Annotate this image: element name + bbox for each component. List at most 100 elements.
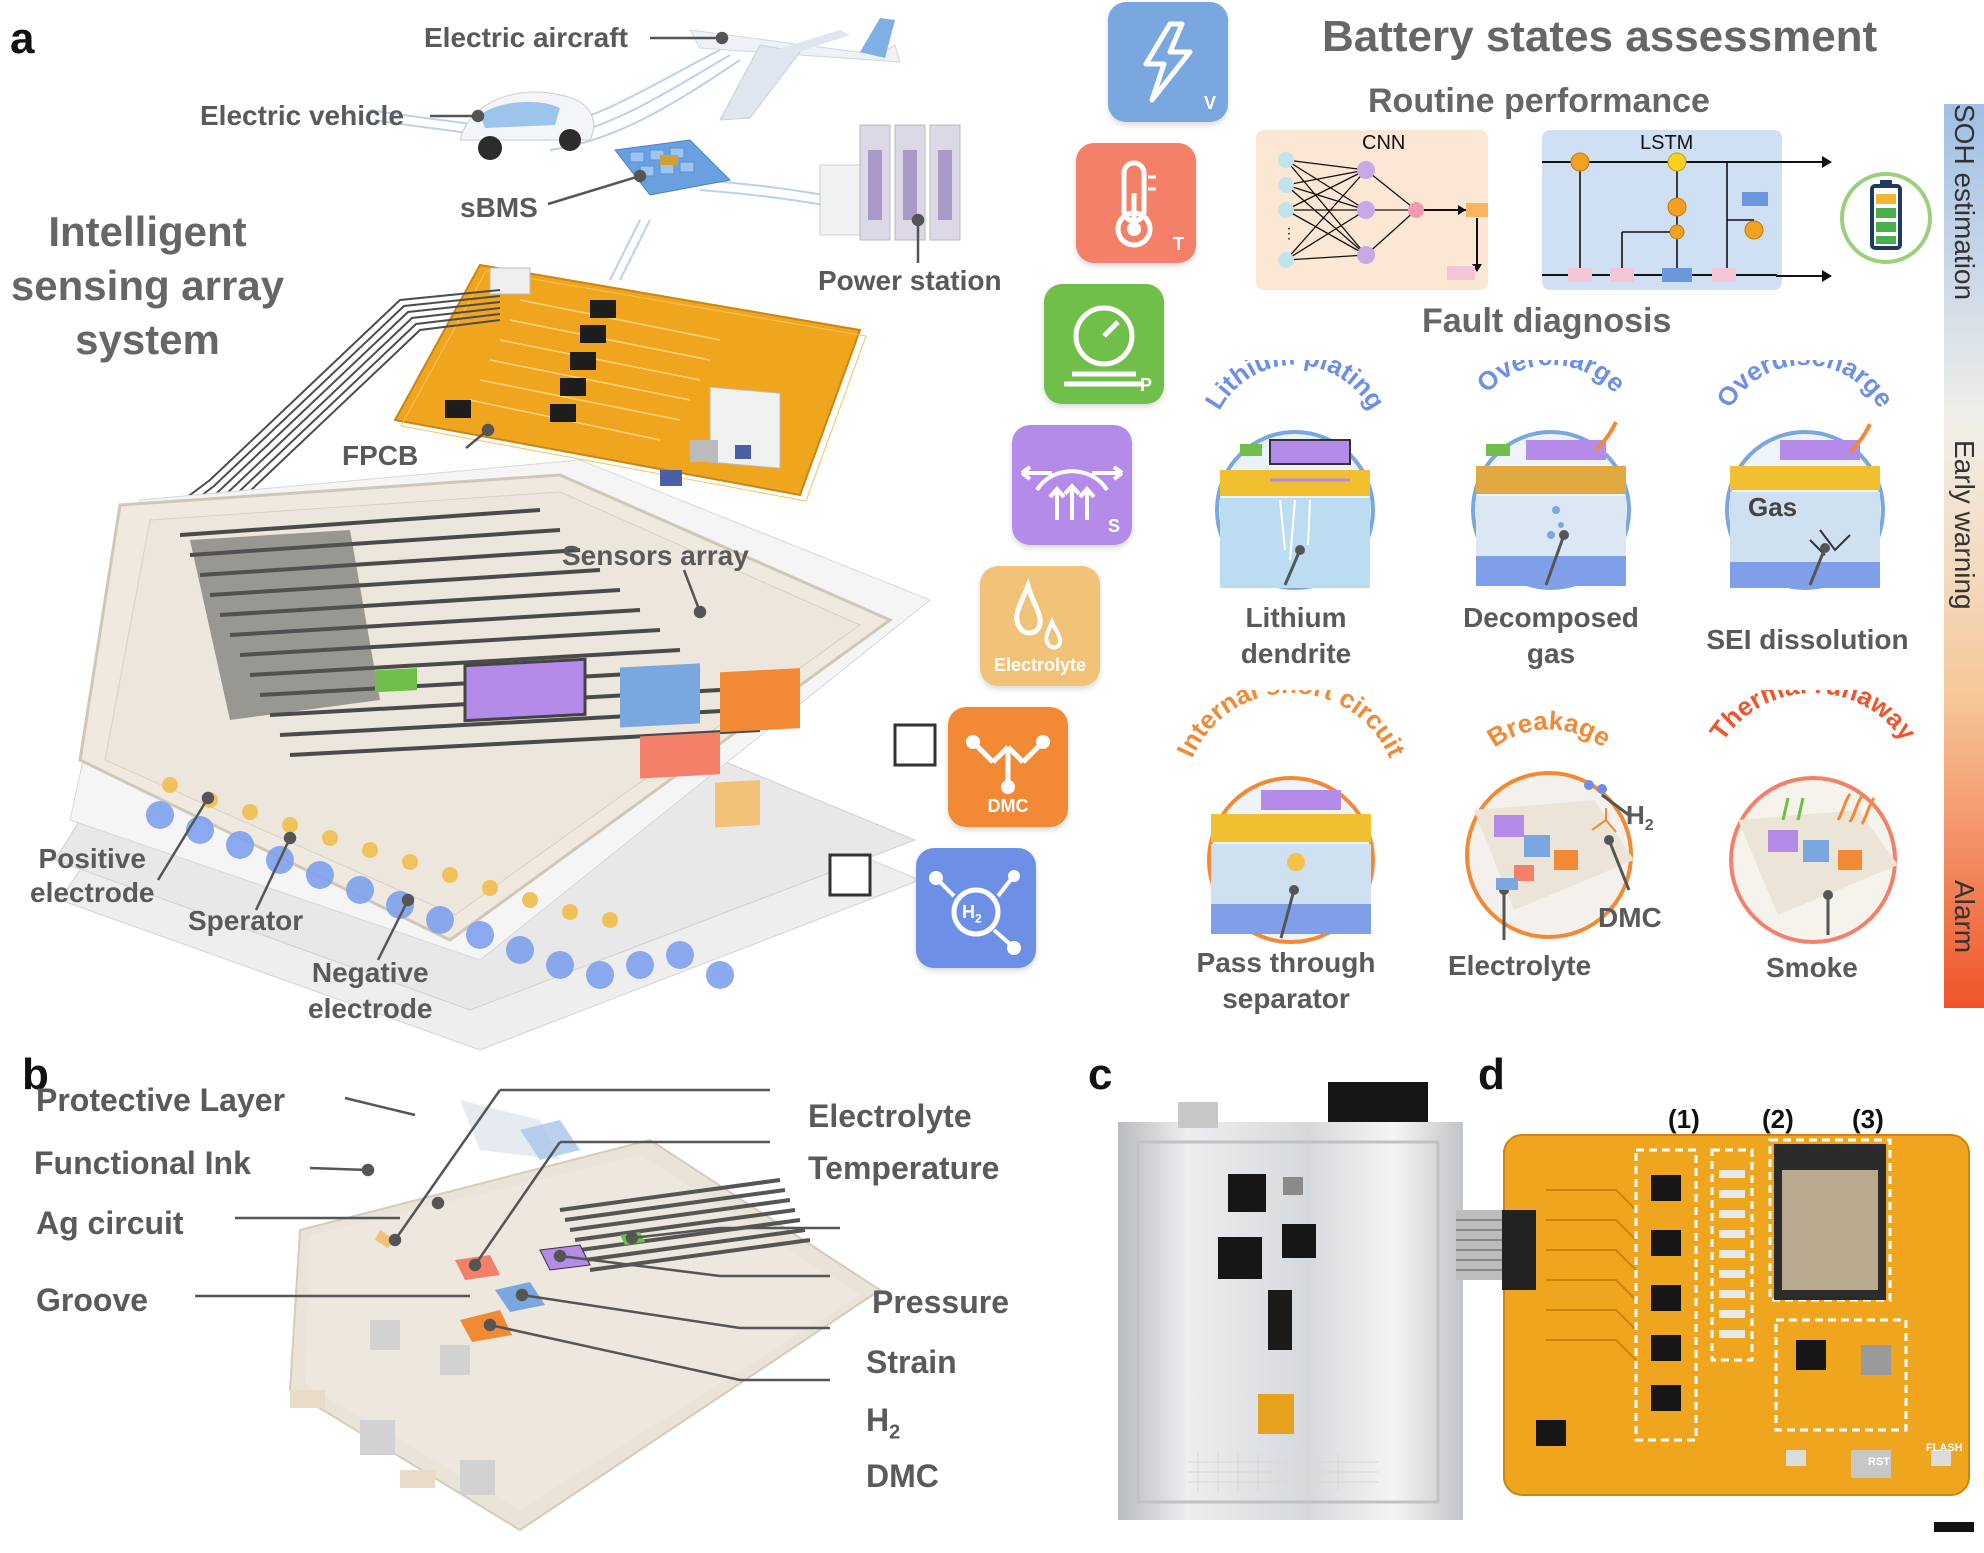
label-positive-electrode: Positive electrode (30, 842, 155, 910)
sidebar-early-text: Early warning (1949, 440, 1980, 610)
label-separator: Sperator (188, 905, 304, 936)
caption-overcharge-line2: gas (1526, 638, 1576, 669)
cnn-label: CNN (1362, 132, 1406, 154)
marker-box-2 (1710, 1148, 1754, 1362)
fault-title-overdischarge: Overdischarge (1710, 341, 1900, 413)
svg-text:Overcharge: Overcharge (1471, 360, 1632, 398)
fault-title-breakage: Breakage (1482, 705, 1617, 752)
positive-line-2: electrode (30, 877, 155, 908)
breakage-h2-symbol: H (1626, 800, 1645, 830)
sensor-pad-strain (463, 657, 587, 723)
svg-text:⋮: ⋮ (1282, 225, 1296, 241)
aircraft-icon (689, 18, 901, 121)
panel-label-a: a (10, 14, 35, 63)
hydrogen-molecule-icon (929, 870, 1021, 955)
tile-strain-label: S (1107, 516, 1120, 536)
caption-internal-short-line1: Pass through (1196, 947, 1376, 978)
fault-overcharge: Overcharge (1446, 341, 1656, 590)
sidebar-soh-text: SOH estimation (1949, 104, 1980, 301)
label-functional-ink: Functional Ink (34, 1145, 251, 1181)
scale-bar (1934, 1522, 1974, 1532)
sensor-pad-dmc (720, 668, 800, 733)
negative-line-1: Negative (311, 957, 429, 988)
negative-line-2: electrode (308, 993, 433, 1024)
breakage-h2-subscript: 2 (1644, 817, 1654, 835)
lightning-icon (1143, 21, 1193, 103)
panel-c-pouch-cell-photo (1118, 1082, 1463, 1520)
fault-overcharge-art: Overcharge (1471, 341, 1632, 590)
positive-line-1: Positive (38, 843, 146, 874)
fault-thermal-runaway-art: Thermal runaway (1703, 669, 1923, 944)
caption-lithium-line2: dendrite (1240, 638, 1352, 669)
fault-overdischarge-art: Overdischarge (1710, 341, 1900, 590)
label-power-station: Power station (818, 265, 1002, 296)
breakage-dmc-label: DMC (1598, 902, 1662, 933)
cnn-output-cell (1447, 266, 1475, 280)
tile-voltage: V (1108, 2, 1228, 122)
caption-overcharge-line1: Decomposed (1463, 602, 1639, 633)
tile-h2-subscript: 2 (975, 911, 982, 926)
tile-temperature: T (1076, 143, 1196, 263)
marker-label-2: (2) (1762, 1104, 1794, 1134)
system-title-line-3: system (75, 316, 220, 363)
fault-lithium-plating: Lithium plating (1190, 340, 1400, 590)
breakage-h2-label: H2 (1626, 800, 1654, 835)
tile-electrolyte-label: Electrolyte (993, 655, 1087, 675)
sidebar-alarm-text: Alarm (1949, 880, 1980, 954)
gauge-icon (1064, 305, 1144, 387)
label-b-strain: Strain (866, 1344, 957, 1380)
sensor-pad-temperature (640, 732, 720, 779)
marker-box-1 (1634, 1148, 1698, 1442)
battery-output-icon (1776, 156, 1932, 282)
panel-b-illustration: Protective Layer Functional Ink Ag circu… (0, 1060, 1090, 1548)
label-b-electrolyte: Electrolyte (808, 1098, 972, 1134)
marker-label-3: (3) (1852, 1104, 1884, 1134)
droplet-icon (1014, 577, 1063, 650)
assessment-title: Battery states assessment (1322, 12, 1878, 61)
label-b-h2-symbol: H (866, 1402, 890, 1438)
label-b-temperature: Temperature (808, 1150, 1000, 1186)
panel-label-d: d (1478, 1050, 1505, 1099)
svg-text:Breakage: Breakage (1482, 705, 1617, 752)
fault-internal-short-art: Internal short circuit (1170, 669, 1412, 944)
label-electric-aircraft: Electric aircraft (424, 22, 628, 53)
sensor-pad-pressure (375, 668, 417, 693)
label-fpcb: FPCB (342, 440, 419, 471)
tile-pressure-label: P (1139, 375, 1152, 395)
label-ag-circuit: Ag circuit (36, 1205, 184, 1241)
tile-h2-label: H2 (962, 902, 982, 926)
panel-a-illustration: Electric aircraft Electric vehicle sBMS … (0, 0, 1100, 1051)
label-protective-layer: Protective Layer (36, 1082, 286, 1118)
strain-icon (1020, 465, 1124, 520)
label-b-h2: H2 (866, 1402, 900, 1444)
molecule-icon (966, 735, 1050, 794)
label-electric-vehicle: Electric vehicle (200, 100, 404, 131)
sensor-pad-voltage (620, 663, 700, 728)
vehicle-icon (459, 91, 595, 160)
pcb-rst-label: RST (1868, 1456, 1890, 1468)
tile-h2-symbol: H (962, 902, 975, 922)
tile-h2: H2 (916, 848, 1036, 968)
caption-internal-short: Pass through separator (1176, 945, 1396, 1017)
lstm-block: LSTM (1542, 130, 1782, 290)
fault-overdischarge-gas-label: Gas (1748, 492, 1798, 522)
lstm-label: LSTM (1640, 132, 1694, 154)
fault-title-internal-short: Internal short circuit (1170, 669, 1412, 762)
label-groove: Groove (36, 1282, 149, 1318)
caption-lithium-line1: Lithium (1245, 602, 1347, 633)
sidebar-early: Early warning (1944, 440, 1984, 670)
fault-overdischarge: Overdischarge Gas (1700, 341, 1910, 590)
tile-voltage-label: V (1203, 93, 1216, 113)
fault-breakage-art: Breakage (1465, 705, 1634, 940)
state-gradient-bar (1944, 104, 1984, 1008)
fault-breakage: Breakage H2 DMC (1424, 690, 1674, 950)
svg-text:Overdischarge: Overdischarge (1710, 360, 1900, 413)
label-b-h2-subscript: 2 (889, 1421, 901, 1444)
cnn-network-diagram: ⋮ (1278, 152, 1488, 272)
label-sbms: sBMS (460, 192, 538, 223)
lstm-network-diagram (1542, 152, 1777, 282)
system-title: Intelligent sensing array system (0, 205, 295, 367)
panel-d-pcb-photo: RST FLASH (1456, 1130, 1984, 1518)
battery-cell-stack (54, 459, 931, 1051)
sensor-layer-diagram (195, 1088, 882, 1532)
